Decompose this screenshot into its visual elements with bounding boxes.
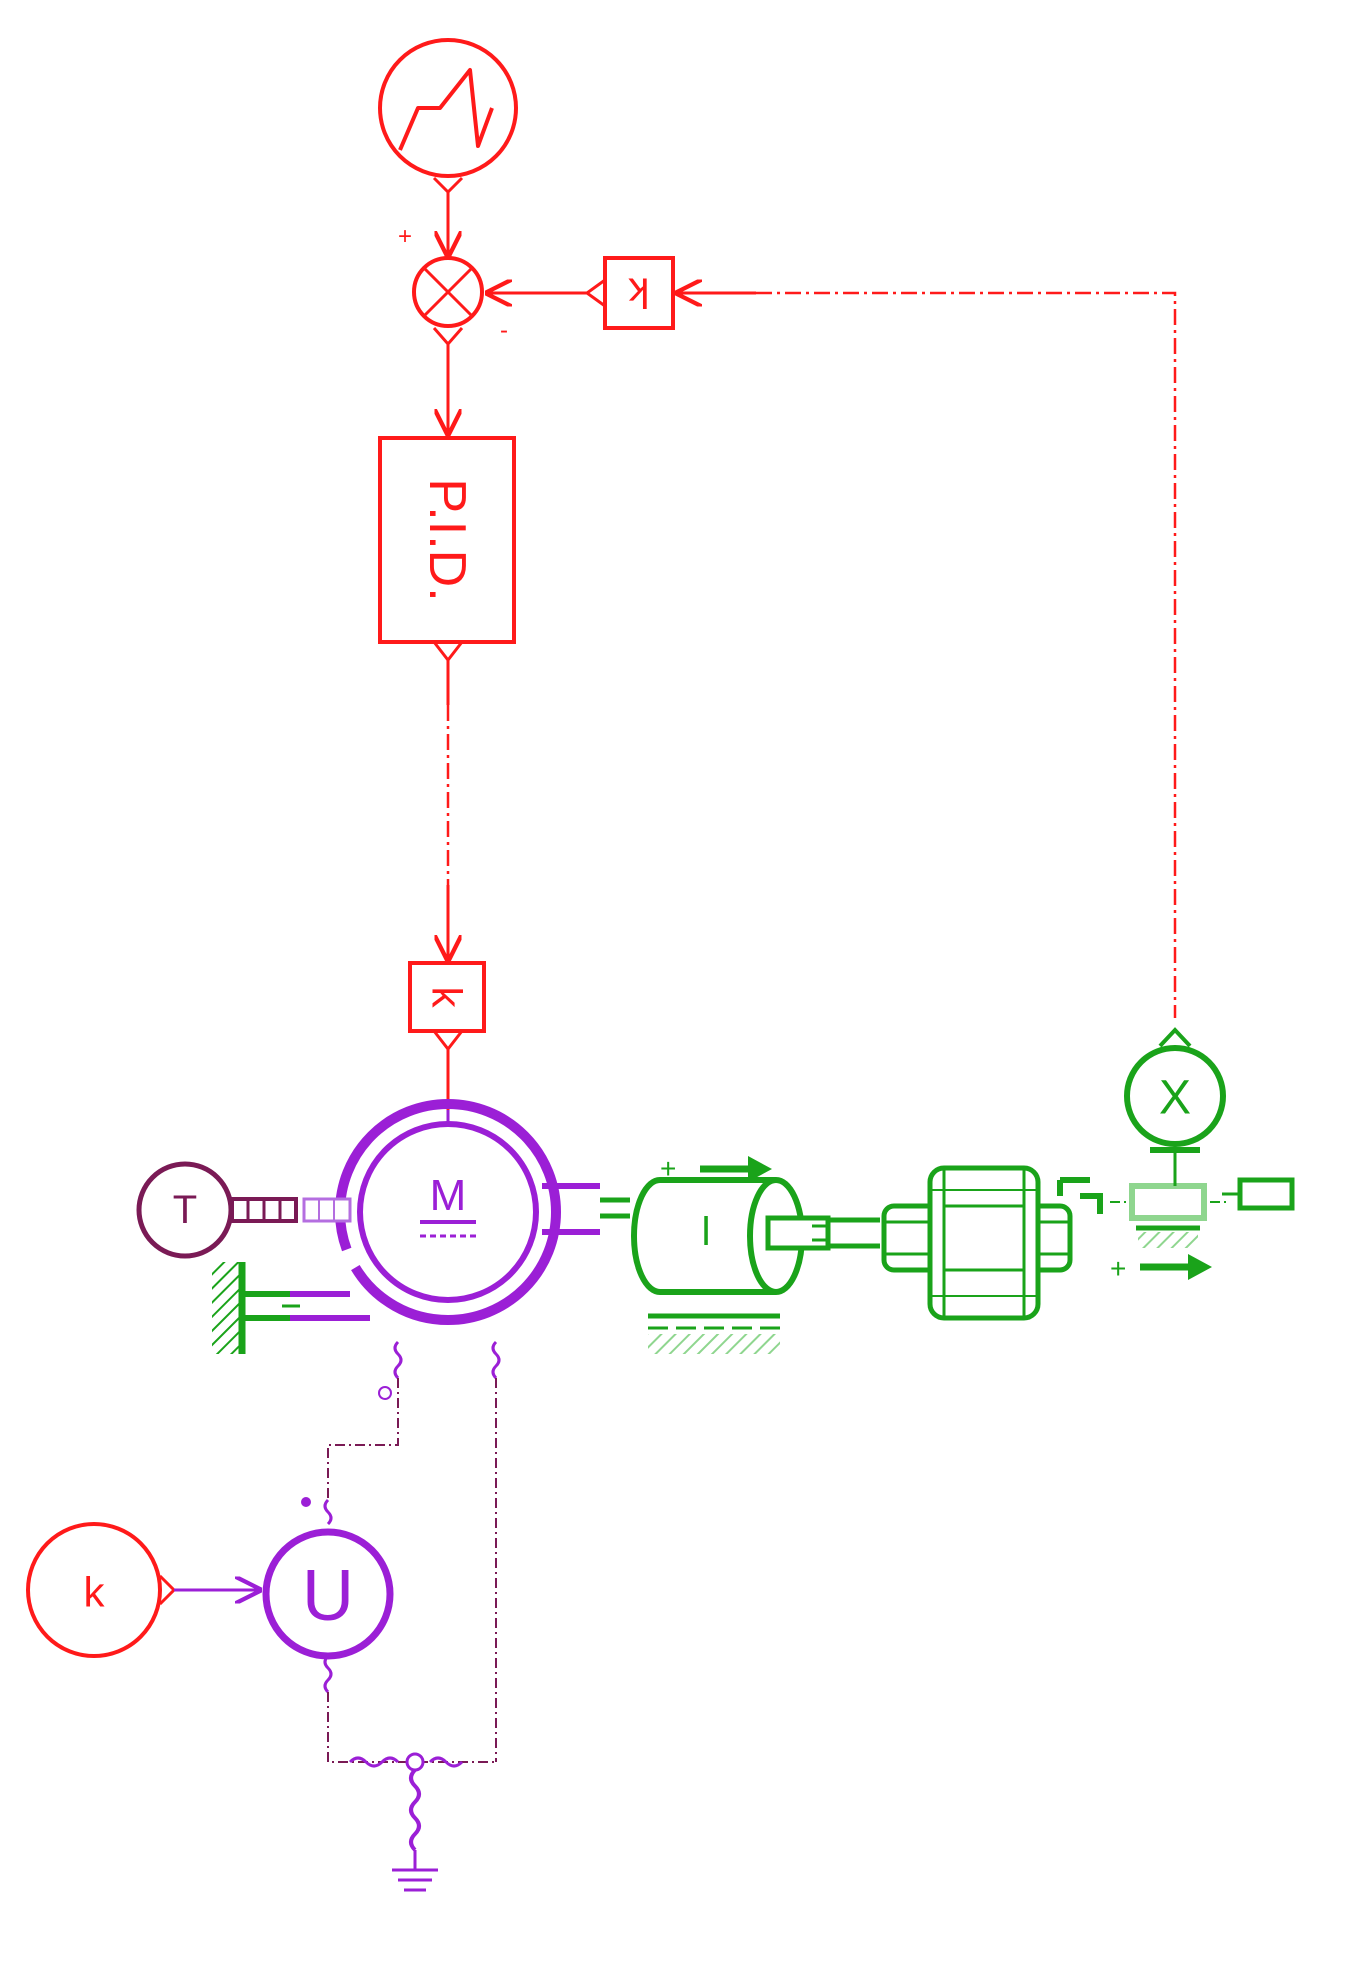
force-arrow-top-icon: [700, 1156, 772, 1182]
sum-plus-sign: +: [398, 223, 412, 250]
force-plus-top: +: [660, 1153, 676, 1184]
inertia-cylinder[interactable]: l: [631, 1177, 831, 1295]
pid-controller-block[interactable]: P.I.D.: [378, 436, 516, 663]
thermal-port[interactable]: T: [136, 1161, 352, 1259]
linear-slider[interactable]: [1057, 1177, 1295, 1248]
motor-terminal-positive: [327, 1340, 403, 1500]
wire-feedback-line: [756, 291, 1177, 1018]
force-plus-bottom: +: [1110, 1253, 1126, 1284]
screw-nut[interactable]: [881, 1165, 1073, 1321]
electrical-ground: [348, 1752, 464, 1892]
position-sensor[interactable]: X: [1124, 1027, 1226, 1186]
inertia-support: [648, 1313, 780, 1354]
motor-label: M: [430, 1171, 467, 1220]
motor-gain-label: k: [424, 987, 471, 1009]
ramp-signal-source[interactable]: [378, 38, 518, 195]
sum-block[interactable]: [412, 256, 484, 347]
shaft-to-screw: [828, 1217, 880, 1249]
voltage-gain-source[interactable]: k: [26, 1522, 177, 1658]
voltage-source-label: U: [302, 1556, 354, 1636]
motor-housing-mount: [212, 1262, 370, 1354]
inertia-symbol: l: [702, 1207, 711, 1251]
force-arrow-bottom-icon: [1140, 1254, 1212, 1280]
pid-label: P.I.D.: [418, 478, 476, 601]
feedback-gain-label: k: [628, 270, 650, 317]
thermal-port-label: T: [173, 1188, 197, 1232]
position-sensor-label: X: [1159, 1072, 1191, 1125]
motor-gain-block[interactable]: k: [408, 961, 486, 1052]
motor-shaft: [542, 1183, 630, 1235]
voltage-source[interactable]: U: [262, 1497, 496, 1763]
feedback-gain-block[interactable]: k: [584, 256, 675, 330]
sum-minus-sign: -: [500, 317, 508, 344]
ramp-signal-icon: [398, 68, 494, 151]
dc-motor[interactable]: M: [335, 1003, 715, 1353]
voltage-gain-label: k: [84, 1569, 106, 1616]
motor-terminal-negative: [491, 1340, 501, 1762]
